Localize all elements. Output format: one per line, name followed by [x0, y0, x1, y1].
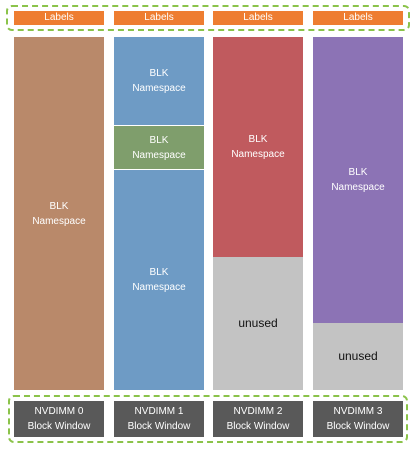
nvdimm-name: NVDIMM 3 [333, 406, 383, 417]
namespace-label: Namespace [331, 182, 385, 193]
blk-namespace-block: BLK Namespace [114, 169, 204, 390]
unused-block: unused [213, 257, 303, 390]
blk-label: BLK [149, 134, 169, 146]
block-window-label: Block Window [127, 421, 191, 432]
nvdimm-name: NVDIMM 1 [134, 406, 184, 417]
nvdimm-2-column: BLK Namespace unused [213, 37, 303, 390]
blk-label: BLK [248, 134, 268, 145]
nvdimm-2-block-window: NVDIMM 2 Block Window [213, 401, 303, 437]
blk-namespace-block: BLK Namespace [114, 125, 204, 169]
block-window-label: Block Window [226, 421, 290, 432]
label-tag-nvdimm-2: Labels [213, 11, 303, 25]
namespace-label: Namespace [231, 149, 285, 160]
labels-group-outline [6, 5, 410, 31]
blk-namespace-block: BLK Namespace [14, 37, 104, 390]
nvdimm-3-block-window: NVDIMM 3 Block Window [313, 401, 403, 437]
label-tag-nvdimm-3: Labels [313, 11, 403, 25]
block-window-label: Block Window [27, 421, 91, 432]
unused-label: unused [338, 349, 378, 363]
label-tag-nvdimm-0: Labels [14, 11, 104, 25]
nvdimm-name: NVDIMM 0 [34, 406, 84, 417]
namespace-label: Namespace [32, 215, 86, 227]
nvdimm-1-column: BLK Namespace BLK Namespace BLK Namespac… [114, 37, 204, 390]
namespace-label: Namespace [132, 282, 186, 293]
blk-label: BLK [149, 267, 169, 278]
unused-block: unused [313, 323, 403, 390]
nvdimm-3-column: BLK Namespace unused [313, 37, 403, 390]
nvdimm-0-column: BLK Namespace [14, 37, 104, 390]
label-tag-nvdimm-1: Labels [114, 11, 204, 25]
nvdimm-1-block-window: NVDIMM 1 Block Window [114, 401, 204, 437]
blk-namespace-block: BLK Namespace [114, 37, 204, 125]
block-window-label: Block Window [326, 421, 390, 432]
blk-label: BLK [149, 68, 169, 79]
blk-label: BLK [49, 200, 69, 212]
unused-label: unused [238, 316, 278, 330]
block-window-group-outline [8, 395, 408, 443]
nvdimm-name: NVDIMM 2 [233, 406, 283, 417]
blk-namespace-block: BLK Namespace [213, 37, 303, 257]
namespace-label: Namespace [132, 83, 186, 94]
blk-namespace-block: BLK Namespace [313, 37, 403, 323]
namespace-label: Namespace [132, 149, 186, 161]
blk-label: BLK [348, 167, 368, 178]
nvdimm-0-block-window: NVDIMM 0 Block Window [14, 401, 104, 437]
